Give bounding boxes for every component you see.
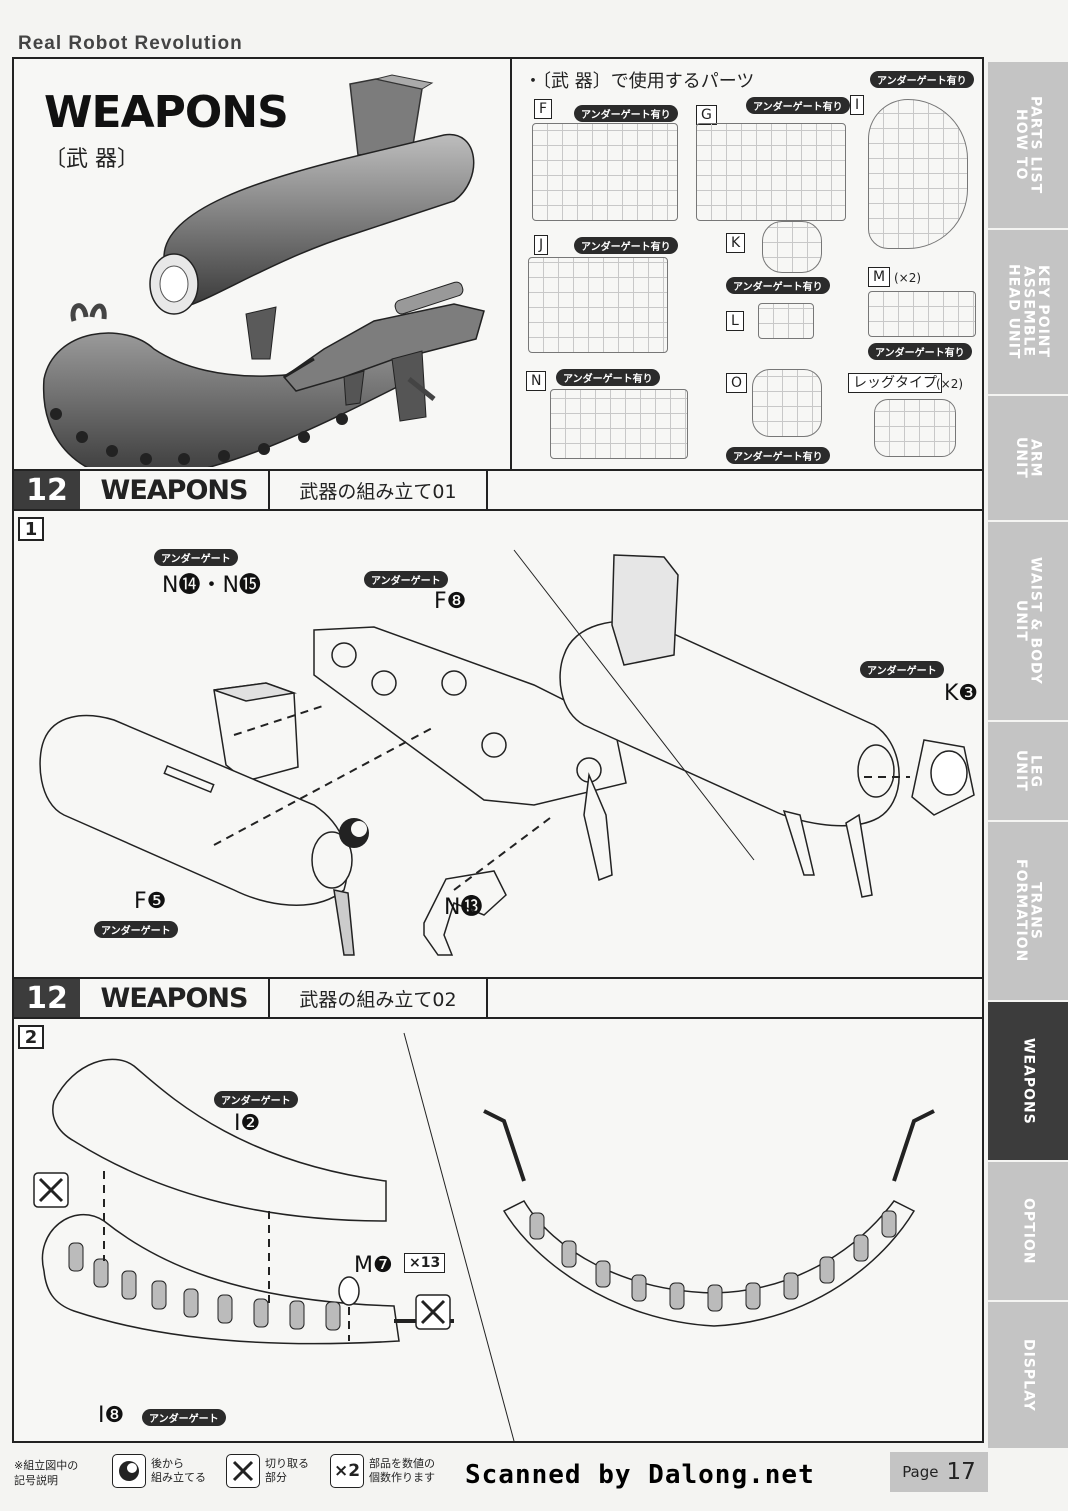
- hero-title: WEAPONS: [44, 87, 289, 138]
- runner-m-gate: アンダーゲート有り: [868, 343, 972, 360]
- runner-label-leg-type: レッグタイプ: [848, 373, 942, 393]
- runner-i-gate: アンダーゲート有り: [870, 71, 974, 88]
- page-word: Page: [902, 1463, 939, 1481]
- runner-k-gate: アンダーゲート有り: [726, 277, 830, 294]
- runner-k-sprue: [762, 221, 822, 273]
- runner-m-sprue: [868, 291, 976, 337]
- step-2-diagram: [33, 1032, 935, 1442]
- runner-f-gate: アンダーゲート有り: [574, 105, 678, 122]
- weapons-render: [42, 74, 485, 467]
- legend-quantity: ×2 部品を数値の 個数作ります: [330, 1454, 435, 1488]
- step-2-description: 武器の組み立て02: [270, 979, 488, 1017]
- runner-j-sprue: [528, 257, 668, 353]
- step-1-diagram: [39, 549, 975, 956]
- legend-quantity-text: 部品を数値の 個数作ります: [369, 1457, 435, 1484]
- step1-label-k3: K❸: [944, 681, 979, 706]
- cut-icon: [226, 1454, 260, 1488]
- series-title: Real Robot Revolution: [18, 33, 243, 54]
- step1-label-f5: F❺: [134, 889, 167, 914]
- runner-i-sprue: [868, 99, 968, 249]
- section-tabs: PARTS LIST HOW TO KEY POINT ASSEMBLE HEA…: [988, 62, 1068, 1450]
- legend-title: ※組立図中の 記号説明: [14, 1459, 79, 1487]
- substep-2-number: 2: [18, 1025, 44, 1049]
- runner-label-o: O: [726, 373, 748, 393]
- step-1-description: 武器の組み立て01: [270, 471, 488, 509]
- step2-label-m7: M❼: [354, 1253, 393, 1278]
- runner-n-gate: アンダーゲート有り: [556, 369, 660, 386]
- runner-label-j: J: [534, 235, 549, 255]
- tab-waist-body-unit[interactable]: WAIST & BODY UNIT: [988, 522, 1068, 722]
- step1-gate-k3: アンダーゲート: [860, 661, 944, 678]
- step1-gate-f5: アンダーゲート: [94, 921, 178, 938]
- tab-key-point[interactable]: KEY POINT ASSEMBLE HEAD UNIT: [988, 230, 1068, 396]
- page-indicator: Page 17: [890, 1452, 988, 1492]
- tab-arm-unit[interactable]: ARM UNIT: [988, 396, 1068, 522]
- tab-leg-unit[interactable]: LEG UNIT: [988, 722, 1068, 822]
- runner-label-i: I: [850, 95, 865, 115]
- step-2-header: 12 WEAPONS 武器の組み立て02: [14, 977, 982, 1019]
- step2-gate-i2: アンダーゲート: [214, 1091, 298, 1108]
- step-1-name: WEAPONS: [80, 471, 270, 509]
- runner-n-sprue: [550, 389, 688, 459]
- step2-label-i2: I❷: [234, 1111, 261, 1136]
- parts-panel-title: ・〔武 器〕で使用するパーツ: [524, 71, 755, 92]
- runner-o-gate: アンダーゲート有り: [726, 447, 830, 464]
- runner-leg-type-multiplier: (×2): [936, 377, 964, 391]
- tab-display[interactable]: DISPLAY: [988, 1302, 1068, 1450]
- runner-g-sprue: [696, 123, 846, 221]
- step-1-number: 12: [14, 471, 80, 509]
- runner-label-g: G: [696, 105, 717, 125]
- runner-g-gate: アンダーゲート有り: [746, 97, 850, 114]
- step1-label-n13: N⓭: [444, 895, 483, 920]
- runner-label-k: K: [726, 233, 746, 253]
- runner-f-sprue: [532, 123, 678, 221]
- step1-gate-n14-n15: アンダーゲート: [154, 549, 238, 566]
- step1-label-f8: F❽: [434, 589, 467, 614]
- step1-gate-f8: アンダーゲート: [364, 571, 448, 588]
- tab-transformation[interactable]: TRANS FORMATION: [988, 822, 1068, 1002]
- runner-m-multiplier: (×2): [894, 271, 922, 285]
- runner-label-f: F: [534, 99, 553, 119]
- runner-label-m: M: [868, 267, 891, 287]
- runner-label-n: N: [526, 371, 547, 391]
- instruction-frame: WEAPONS 〔武 器〕: [12, 57, 984, 1443]
- runner-j-gate: アンダーゲート有り: [574, 237, 678, 254]
- quantity-icon: ×2: [330, 1454, 364, 1488]
- legend-build-later-text: 後から 組み立てる: [151, 1457, 206, 1484]
- page-number: 17: [946, 1459, 976, 1485]
- step2-multiplier-x13: ×13: [404, 1253, 446, 1273]
- runner-leg-type-sprue: [874, 399, 956, 457]
- runner-l-sprue: [758, 303, 814, 339]
- hero-panel: WEAPONS 〔武 器〕: [14, 59, 512, 469]
- tab-option[interactable]: OPTION: [988, 1162, 1068, 1302]
- legend-cut-part: 切り取る 部分: [226, 1454, 309, 1488]
- step-2-name: WEAPONS: [80, 979, 270, 1017]
- runner-o-sprue: [752, 369, 822, 437]
- hero-subtitle: 〔武 器〕: [44, 147, 139, 172]
- step-1-header: 12 WEAPONS 武器の組み立て01: [14, 469, 982, 511]
- circle-icon: [112, 1454, 146, 1488]
- legend-build-later: 後から 組み立てる: [112, 1454, 206, 1488]
- footer: ※組立図中の 記号説明 後から 組み立てる 切り取る 部分 ×2 部品を数値の …: [0, 1448, 1068, 1511]
- tab-parts-list[interactable]: PARTS LIST HOW TO: [988, 62, 1068, 230]
- step1-label-n14-n15: N⓮・N⓯: [162, 573, 261, 598]
- legend-cut-part-text: 切り取る 部分: [265, 1457, 309, 1484]
- substep-1-number: 1: [18, 517, 44, 541]
- scan-credit: Scanned by Dalong.net: [465, 1460, 815, 1490]
- step2-label-i8: I❽: [98, 1403, 125, 1428]
- step2-gate-i8: アンダーゲート: [142, 1409, 226, 1426]
- runner-label-l: L: [726, 311, 744, 331]
- parts-used-panel: ・〔武 器〕で使用するパーツ F アンダーゲート有り G アンダーゲート有り I…: [512, 59, 982, 469]
- step-2-number: 12: [14, 979, 80, 1017]
- tab-weapons[interactable]: WEAPONS: [988, 1002, 1068, 1162]
